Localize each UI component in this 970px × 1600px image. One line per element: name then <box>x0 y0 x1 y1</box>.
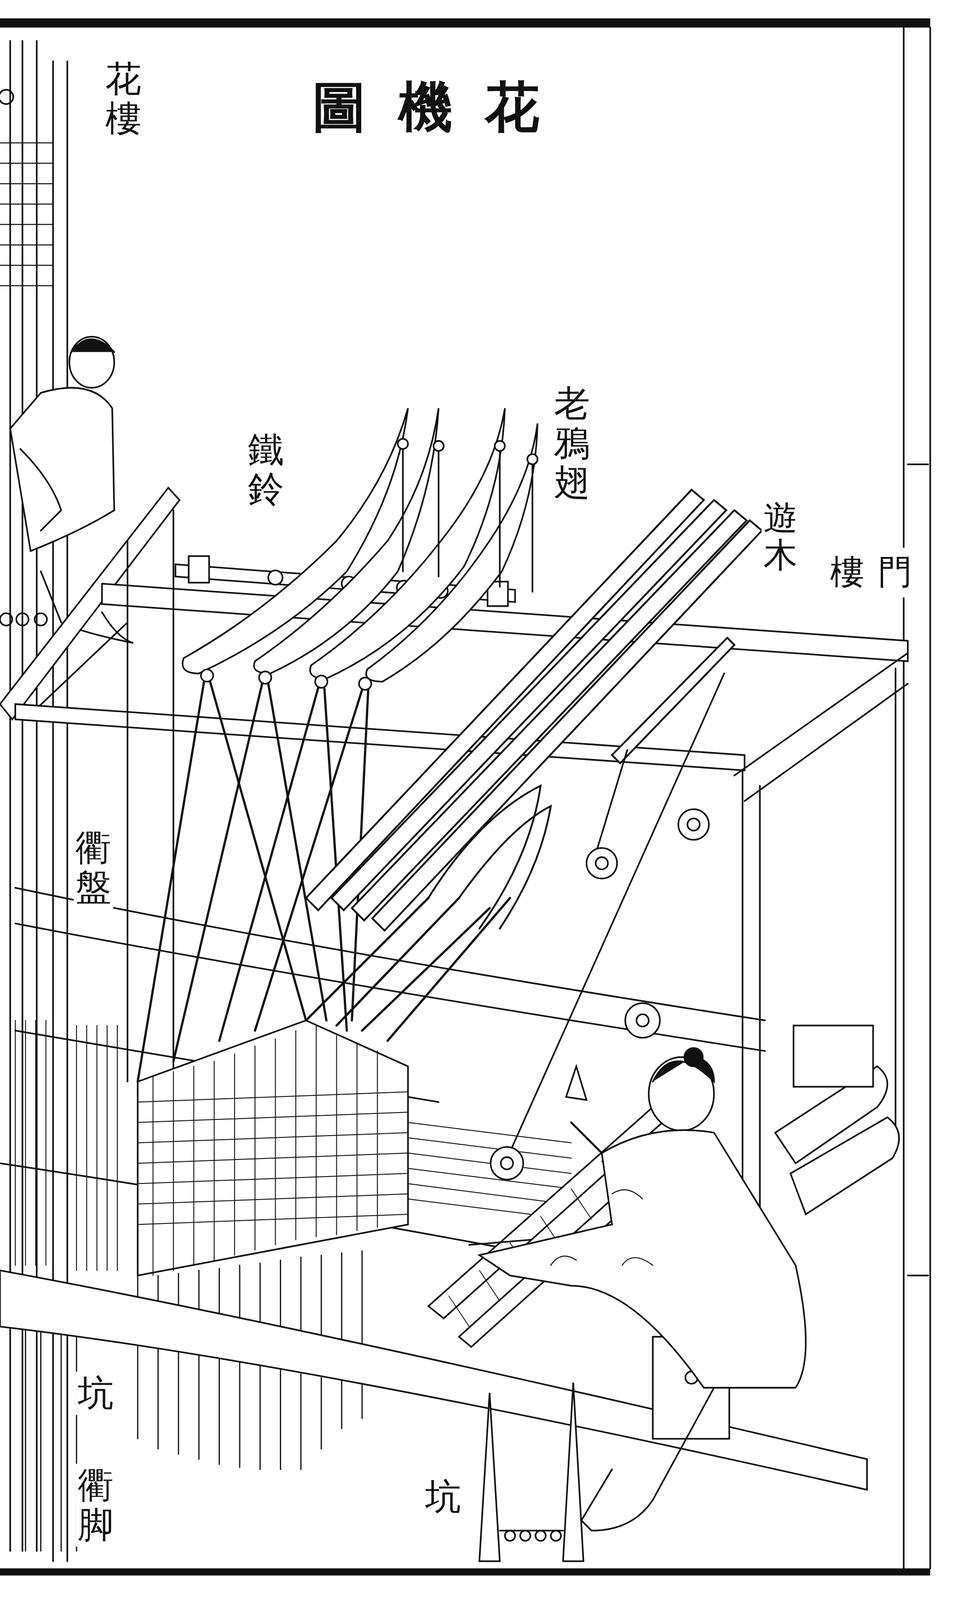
title: 花機圖 <box>310 69 574 147</box>
part-label: 遊木 <box>761 496 800 576</box>
part-label: 老鴉翅 <box>552 381 592 504</box>
part-label: 門樓 <box>828 547 928 598</box>
part-label: 衢盤 <box>73 825 114 909</box>
part-label: 坑 <box>423 1474 463 1519</box>
part-label: 坑 <box>75 1371 116 1415</box>
part-label: 鐵鈴 <box>246 427 286 511</box>
part-label: 衢脚 <box>75 1463 116 1547</box>
part-label: 花樓 <box>103 57 144 141</box>
